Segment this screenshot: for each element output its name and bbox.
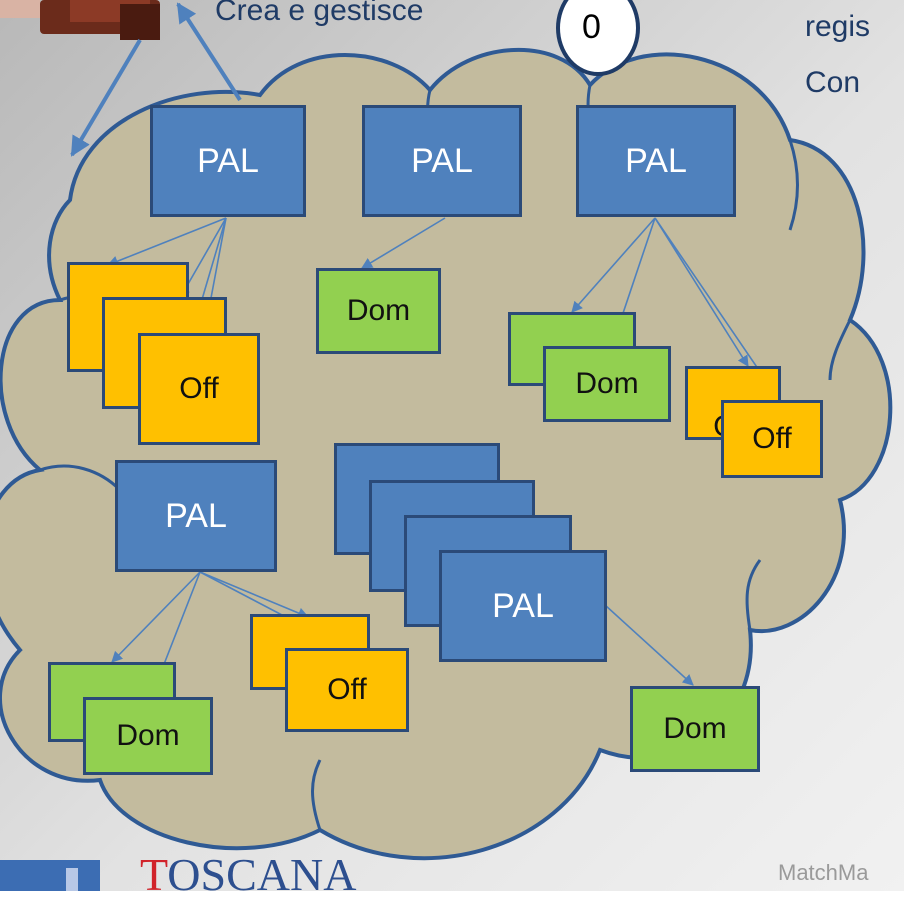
header-left-text: Crea e gestisce [215,0,424,27]
pal-box-3: PAL [576,105,736,217]
dom-label: Dom [116,719,180,752]
logo-t: T [140,849,168,900]
off-label: Off [179,372,219,405]
pal-label: PAL [411,141,473,180]
dom-label: Dom [663,712,727,745]
counter-value: 0 [582,8,601,46]
header-right-line1: regis [805,10,871,43]
pal-box-2: PAL [362,105,522,217]
top-arrows [70,2,242,157]
footer-text: MatchMa [778,860,869,885]
region-logo: TOSCANA [0,838,380,898]
dom-box: Dom [316,268,441,354]
pal-box-4: PAL [115,460,277,572]
dom-box: Dom [543,346,671,422]
dom-box: Dom [83,697,213,775]
logo-block [0,860,100,891]
pal-box-front: PAL [439,550,607,662]
off-box: Off [138,333,260,445]
pal-label: PAL [165,496,227,535]
pal-label: PAL [492,586,554,625]
pal-box-1: PAL [150,105,306,217]
seal-image [0,0,160,40]
pal-label: PAL [625,141,687,180]
dom-box: Dom [630,686,760,772]
off-box: Off [285,648,409,732]
dom-label: Dom [346,294,411,327]
counter-circle [556,0,640,76]
logo-word: OSCANA [167,849,357,900]
off-label: Off [752,422,792,455]
off-label: Off [327,673,367,706]
dom-label: Dom [575,367,639,400]
logo-mark [66,868,78,891]
pal-label: PAL [197,141,259,180]
header-right-line2: Con [805,66,861,99]
off-box: Off [721,400,823,478]
logo-text: TOSCANA [140,852,356,898]
